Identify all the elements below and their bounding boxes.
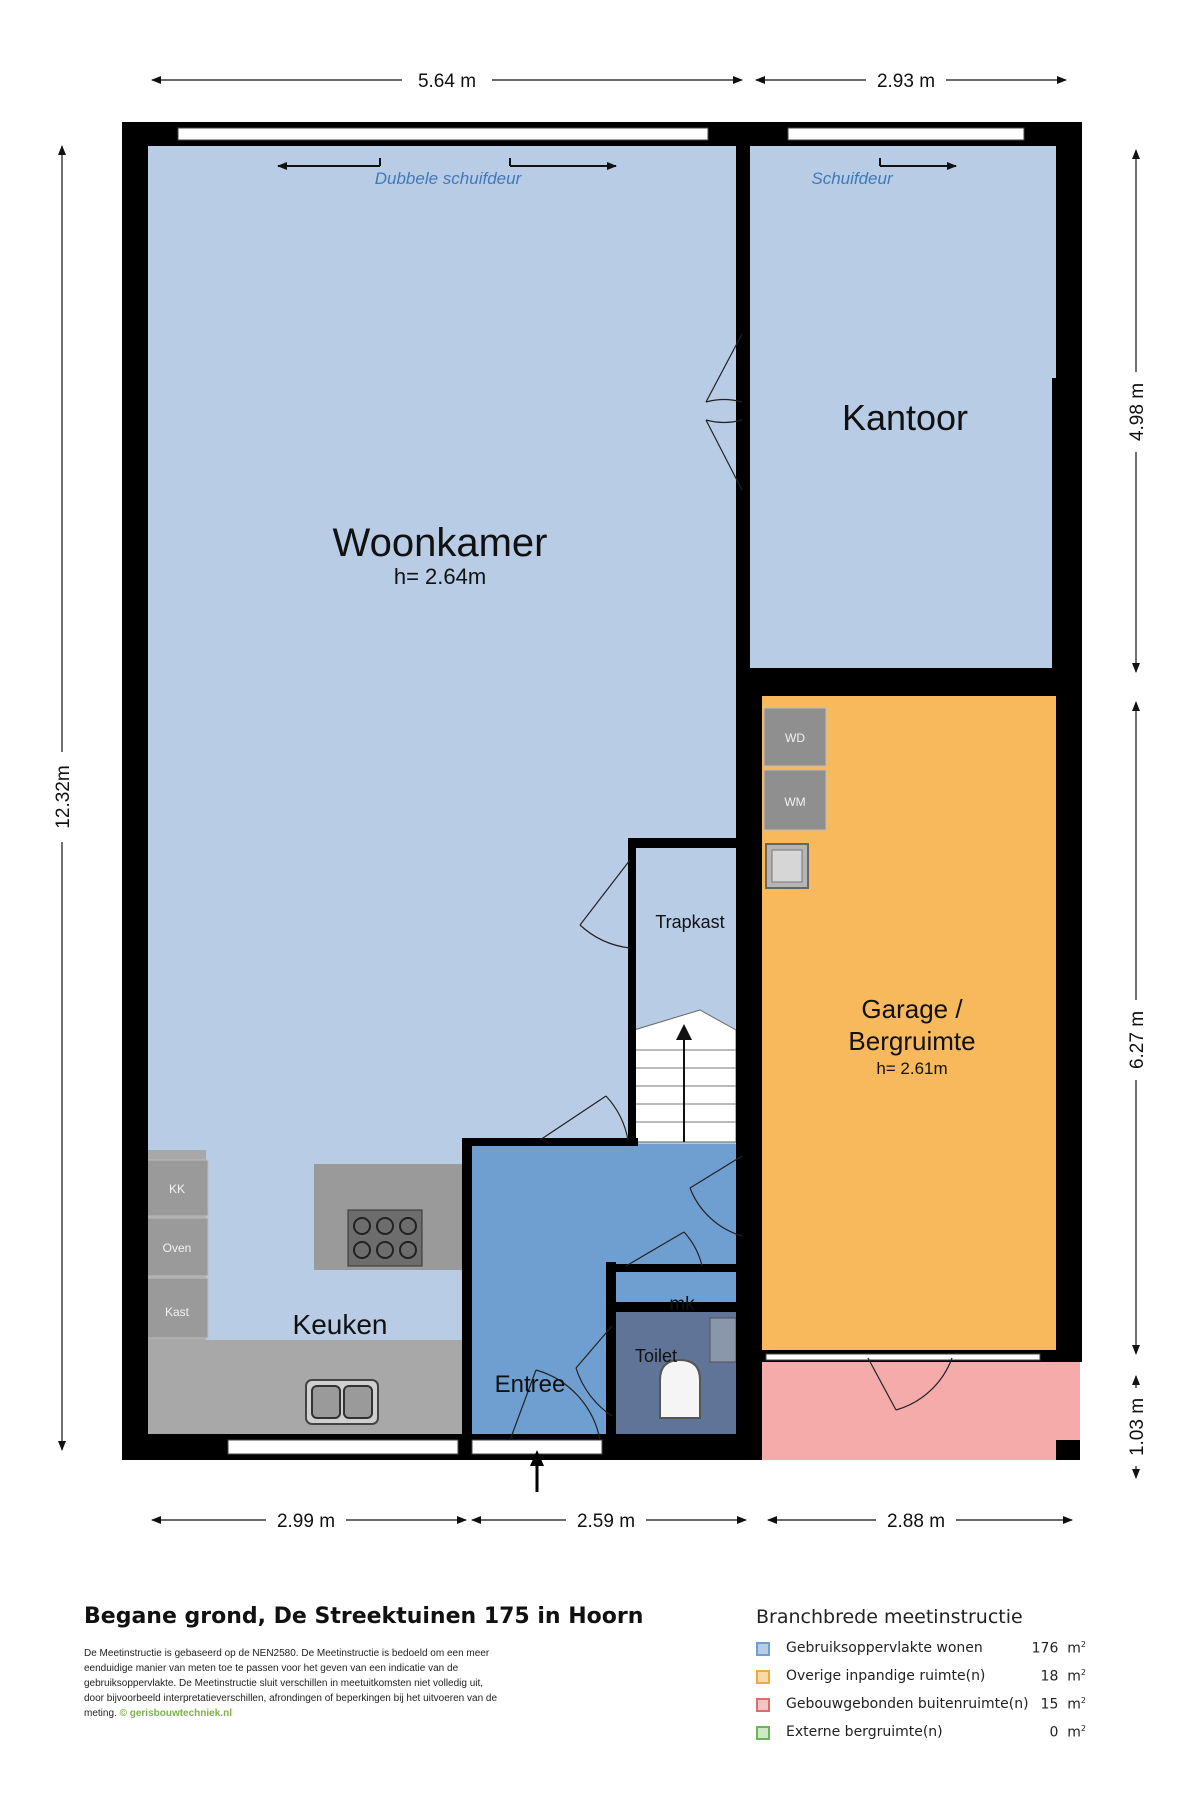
legend-swatch	[756, 1670, 770, 1684]
wm-box	[763, 769, 827, 831]
dim-right-upper: 4.98 m	[1127, 383, 1148, 441]
legend-value-unit: m	[1067, 1640, 1081, 1657]
dim-top-right: 2.93 m	[877, 71, 935, 92]
legend-swatch	[756, 1642, 770, 1656]
walls	[122, 122, 1082, 1460]
kast-label: Kast	[165, 1305, 190, 1319]
kantoor-label: Kantoor	[842, 397, 968, 438]
mk-label: mk	[669, 1294, 695, 1315]
legend-value: 0 m2	[1049, 1724, 1086, 1741]
legend-label: Overige inpandige ruimte(n)	[786, 1668, 986, 1684]
legend-label: Gebouwgebonden buitenruimte(n)	[786, 1696, 1029, 1712]
dim-left-total: 12.32m	[53, 765, 74, 828]
entree-label: Entree	[495, 1371, 566, 1398]
legend-value-sup: 2	[1080, 1640, 1086, 1649]
legend-label: Gebruiksoppervlakte wonen	[786, 1640, 983, 1656]
trapkast-label: Trapkast	[655, 912, 724, 932]
wm-label: WM	[784, 795, 805, 809]
legend-swatch	[756, 1698, 770, 1712]
legend-value-sup: 2	[1080, 1724, 1086, 1733]
windows	[177, 127, 1041, 1455]
sliding-door-label: Schuifdeur	[811, 169, 894, 188]
toilet-label: Toilet	[635, 1346, 677, 1366]
oven-label: Oven	[163, 1241, 192, 1255]
legend-item: Gebruiksoppervlakte wonen 176 m2	[756, 1640, 1086, 1668]
legend-item: Gebouwgebonden buitenruimte(n) 15 m2	[756, 1696, 1086, 1724]
sink-icon	[305, 1379, 379, 1425]
wd-box	[763, 707, 827, 767]
disclaimer-text: De Meetinstructie is gebaseerd op de NEN…	[84, 1648, 498, 1719]
dim-top-left: 5.64 m	[418, 71, 476, 92]
dim-bottom-right: 2.88 m	[887, 1511, 945, 1532]
kantoor-floor	[750, 144, 1056, 670]
woonkamer-label: Woonkamer	[333, 521, 548, 565]
woonkamer-height: h= 2.64m	[394, 564, 486, 589]
wd-label: WD	[785, 731, 805, 745]
legend-value: 18 m2	[1041, 1668, 1086, 1685]
footer: Begane grond, De Streektuinen 175 in Hoo…	[0, 1600, 1200, 1800]
stove-icon	[347, 1209, 423, 1267]
dim-right-middle: 6.27 m	[1127, 1011, 1148, 1069]
toilet-icon	[659, 1317, 737, 1419]
legend-value-number: 18	[1040, 1668, 1059, 1685]
entrance-arrow-icon	[530, 1450, 544, 1492]
dimension-labels: 5.64 m 2.93 m 12.32m 4.98 m 6.27 m 1.03 …	[50, 68, 1148, 1532]
legend-value-sup: 2	[1080, 1668, 1086, 1677]
legend-value-unit: m	[1067, 1696, 1081, 1713]
oven-box	[145, 1217, 209, 1277]
kk-label: KK	[169, 1182, 185, 1196]
staircase	[633, 1009, 737, 1143]
kk-box	[145, 1159, 209, 1217]
legend-item: Overige inpandige ruimte(n) 18 m2	[756, 1668, 1086, 1696]
legend-item: Externe bergruimte(n) 0 m2	[756, 1724, 1086, 1752]
kast-box	[145, 1277, 209, 1339]
floor-plan: KK Oven Kast WD WM	[50, 68, 1148, 1532]
utility-sink-icon	[765, 843, 809, 889]
legend-value-sup: 2	[1080, 1696, 1086, 1705]
plan-title: Begane grond, De Streektuinen 175 in Hoo…	[84, 1604, 644, 1629]
mk-floor	[616, 1272, 736, 1302]
door-swings	[509, 333, 953, 1441]
garage-label-line1: Garage /	[861, 994, 963, 1024]
dim-right-lower: 1.03 m	[1127, 1398, 1148, 1456]
legend-value-number: 0	[1049, 1724, 1059, 1741]
credit-link[interactable]: © gerisbouwtechniek.nl	[119, 1708, 232, 1719]
legend-value-unit: m	[1067, 1724, 1081, 1741]
disclaimer: De Meetinstructie is gebaseerd op de NEN…	[84, 1646, 504, 1721]
legend-swatch	[756, 1726, 770, 1740]
dim-bottom-middle: 2.59 m	[577, 1511, 635, 1532]
legend-value: 176 m2	[1032, 1640, 1086, 1657]
legend: Branchbrede meetinstructie Gebruiksopper…	[756, 1606, 1086, 1752]
sliding-door-arrows	[277, 158, 957, 170]
garage-label-line2: Bergruimte	[848, 1026, 975, 1056]
legend-value-number: 15	[1040, 1696, 1059, 1713]
keuken-label: Keuken	[293, 1309, 388, 1340]
legend-value-number: 176	[1031, 1640, 1059, 1657]
garage-height: h= 2.61m	[876, 1059, 947, 1078]
double-sliding-door-label: Dubbele schuifdeur	[375, 169, 523, 188]
legend-title: Branchbrede meetinstructie	[756, 1606, 1023, 1628]
legend-label: Externe bergruimte(n)	[786, 1724, 943, 1740]
legend-value: 15 m2	[1041, 1696, 1086, 1713]
legend-value-unit: m	[1067, 1668, 1081, 1685]
buitenruimte-floor	[762, 1362, 1080, 1460]
dim-bottom-left: 2.99 m	[277, 1511, 335, 1532]
